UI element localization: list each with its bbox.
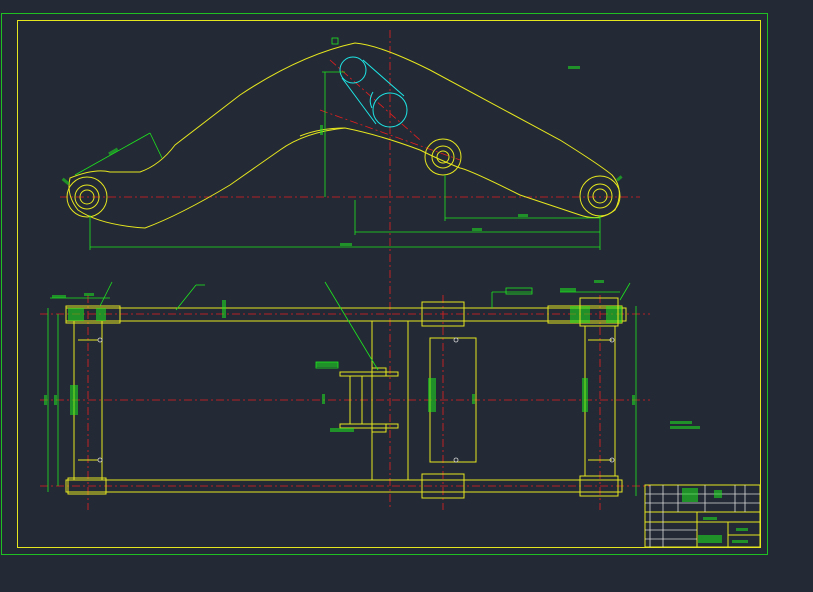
arm-outline (68, 42, 620, 229)
left-pivot-boss (66, 176, 108, 218)
sheet-border (1, 13, 768, 555)
center-tube (371, 321, 477, 480)
highlighted-pin-lug[interactable] (331, 37, 408, 128)
right-pivot-boss (579, 175, 621, 217)
top-view-dimensions (61, 66, 623, 250)
bracket-assembly (316, 281, 399, 433)
center-lower-hub (421, 473, 465, 499)
frame-plan-view[interactable] (40, 280, 700, 510)
title-block[interactable] (644, 484, 761, 548)
detail-note (670, 421, 700, 429)
upper-shaft (65, 305, 627, 324)
middle-pivot-boss (424, 138, 462, 176)
rocker-arm-elevation[interactable] (60, 30, 640, 510)
bolts (97, 337, 615, 463)
plan-view-dimensions (44, 280, 637, 496)
center-upper-hub (421, 301, 465, 327)
lower-shaft (65, 475, 623, 497)
